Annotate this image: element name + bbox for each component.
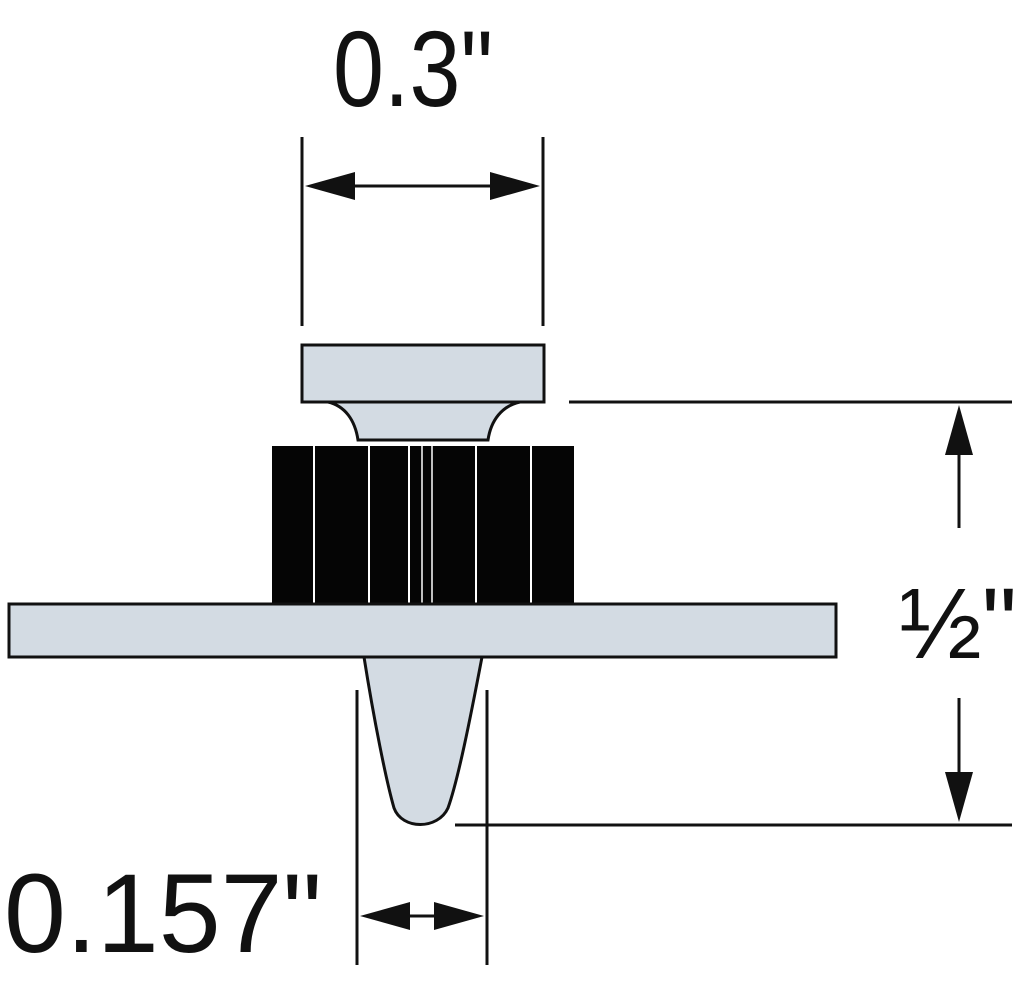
head-width-dimension: 0.3" [300, 8, 545, 326]
height-dimension: ½" [455, 400, 1017, 827]
shank-width-arrow-left [360, 902, 410, 930]
fastener-shank [362, 655, 484, 826]
height-label: ½" [899, 568, 1017, 680]
shank-width-dimension: 0.157" [4, 690, 489, 976]
ribbed-washer [272, 446, 574, 604]
fastener-base-plate [7, 602, 838, 659]
head-width-arrow-left [305, 172, 355, 200]
fastener-part [7, 343, 838, 826]
head-width-arrow-right [490, 172, 540, 200]
shank-width-arrow-right [434, 902, 484, 930]
fastener-head [300, 343, 546, 404]
shank-width-label: 0.157" [4, 851, 322, 976]
fastener-neck [327, 400, 521, 442]
height-arrow-bottom [945, 772, 973, 822]
height-arrow-top [945, 405, 973, 455]
head-width-label: 0.3" [333, 8, 493, 129]
